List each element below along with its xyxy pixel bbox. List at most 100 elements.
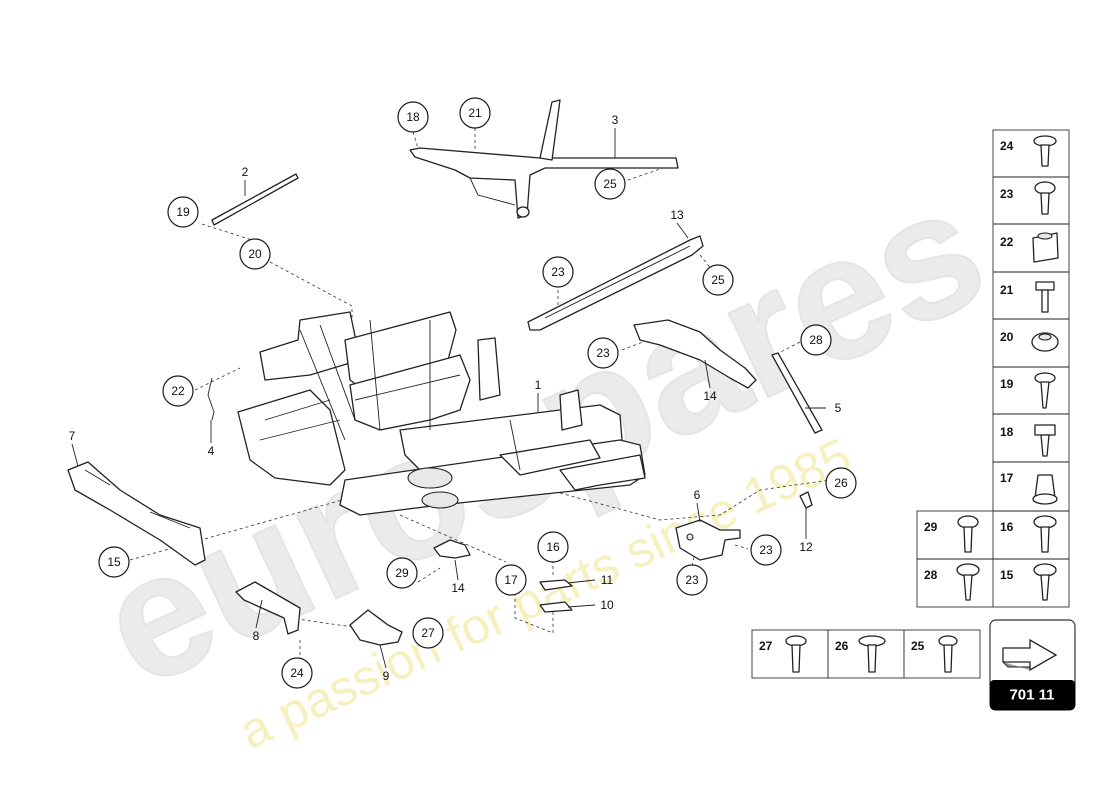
svg-text:29: 29	[395, 566, 409, 580]
legend-cell-28: 28	[924, 563, 980, 601]
legend-cell-20: 20	[1000, 330, 1059, 352]
fastener-legend: 24 23 22 21 20 19 18 17	[916, 129, 1070, 608]
svg-text:20: 20	[1000, 330, 1014, 344]
part-9-bracket	[349, 609, 403, 646]
reference-box: 701 11	[989, 619, 1076, 711]
part-4-clip-rod	[207, 377, 215, 421]
svg-text:22: 22	[171, 384, 185, 398]
part-5-strut	[771, 352, 823, 434]
svg-text:19: 19	[1000, 377, 1014, 391]
callout-27: 27	[412, 617, 444, 649]
legend-cell-27: 27	[759, 635, 807, 673]
callouts: 18 21 25 19 20 23 25 23 28 22 26 15 16 2…	[98, 97, 857, 689]
svg-text:27: 27	[421, 626, 435, 640]
svg-text:24: 24	[1000, 139, 1014, 153]
direction-arrow-icon	[1002, 638, 1058, 672]
callout-23: 23	[542, 256, 574, 288]
part-label-9: 9	[383, 669, 390, 683]
part-label-3: 3	[612, 113, 619, 127]
svg-text:26: 26	[835, 639, 849, 653]
part-12-clip	[799, 491, 813, 509]
part-label-8: 8	[253, 629, 260, 643]
callout-29: 29	[386, 557, 418, 589]
callout-23: 23	[750, 534, 782, 566]
svg-text:28: 28	[809, 333, 823, 347]
part-7-front-crossmember	[67, 461, 206, 566]
part-label-1: 1	[535, 378, 542, 392]
svg-text:27: 27	[759, 639, 773, 653]
part-10-bracket	[539, 601, 573, 613]
label-leaders	[71, 128, 826, 669]
part-6-bracket	[675, 519, 741, 561]
svg-text:24: 24	[290, 666, 304, 680]
part-1-main-frame	[237, 311, 646, 516]
part-label-13: 13	[670, 208, 684, 222]
legend-cell-16: 16	[1000, 515, 1057, 553]
part-number-labels: 2 3 13 1 14 5 4 7 6 12 11 10 14 8 9	[69, 113, 842, 683]
callout-15: 15	[98, 546, 130, 578]
part-8-plate	[235, 581, 301, 635]
svg-text:23: 23	[759, 543, 773, 557]
svg-text:29: 29	[924, 520, 938, 534]
callout-23: 23	[676, 564, 708, 596]
part-label-14-lower: 14	[451, 581, 465, 595]
svg-text:19: 19	[176, 205, 190, 219]
svg-text:16: 16	[1000, 520, 1014, 534]
fastener-legend-bottom: 27 26 25	[751, 629, 981, 679]
legend-cell-22: 22	[1000, 232, 1059, 263]
leader-lines	[129, 128, 831, 662]
callout-22: 22	[162, 375, 194, 407]
part-label-6: 6	[694, 488, 701, 502]
part-label-4: 4	[208, 444, 215, 458]
part-label-2: 2	[242, 165, 249, 179]
svg-text:25: 25	[603, 177, 617, 191]
svg-text:23: 23	[551, 265, 565, 279]
part-3-cross-brace	[409, 99, 679, 219]
part-label-12: 12	[799, 540, 813, 554]
legend-cell-15: 15	[1000, 563, 1057, 601]
part-label-7: 7	[69, 429, 76, 443]
legend-cell-19: 19	[1000, 372, 1056, 409]
part-label-5: 5	[835, 401, 842, 415]
legend-cell-18: 18	[1000, 424, 1056, 457]
part-11-bracket	[539, 579, 573, 591]
svg-text:22: 22	[1000, 235, 1014, 249]
svg-text:15: 15	[1000, 568, 1014, 582]
callout-18: 18	[397, 101, 429, 133]
svg-text:28: 28	[924, 568, 938, 582]
callout-25: 25	[702, 264, 734, 296]
callout-17: 17	[495, 564, 527, 596]
callout-20: 20	[239, 238, 271, 270]
svg-text:23: 23	[596, 346, 610, 360]
svg-text:18: 18	[1000, 425, 1014, 439]
legend-cell-23: 23	[1000, 181, 1056, 215]
part-label-14: 14	[703, 389, 717, 403]
part-14-curved-panel	[633, 319, 757, 389]
svg-text:21: 21	[1000, 283, 1014, 297]
svg-text:17: 17	[1000, 471, 1014, 485]
legend-cell-24: 24	[1000, 135, 1057, 167]
legend-cell-29: 29	[924, 515, 979, 553]
svg-text:20: 20	[248, 247, 262, 261]
svg-text:21: 21	[468, 106, 482, 120]
callout-16: 16	[537, 531, 569, 563]
part-13-side-member	[527, 235, 704, 331]
svg-text:23: 23	[1000, 187, 1014, 201]
reference-code: 701 11	[1009, 687, 1054, 704]
part-14-small-mount	[433, 539, 471, 559]
svg-text:17: 17	[504, 573, 518, 587]
callout-26: 26	[825, 467, 857, 499]
part-2-rod	[211, 173, 299, 226]
svg-text:16: 16	[546, 540, 560, 554]
callout-23: 23	[587, 337, 619, 369]
svg-text:23: 23	[685, 573, 699, 587]
part-label-11: 11	[601, 573, 614, 587]
svg-text:25: 25	[911, 639, 925, 653]
callout-28: 28	[800, 324, 832, 356]
legend-cell-21: 21	[1000, 281, 1055, 313]
callout-21: 21	[459, 97, 491, 129]
callout-25: 25	[594, 168, 626, 200]
callout-24: 24	[281, 657, 313, 689]
svg-text:18: 18	[406, 110, 420, 124]
